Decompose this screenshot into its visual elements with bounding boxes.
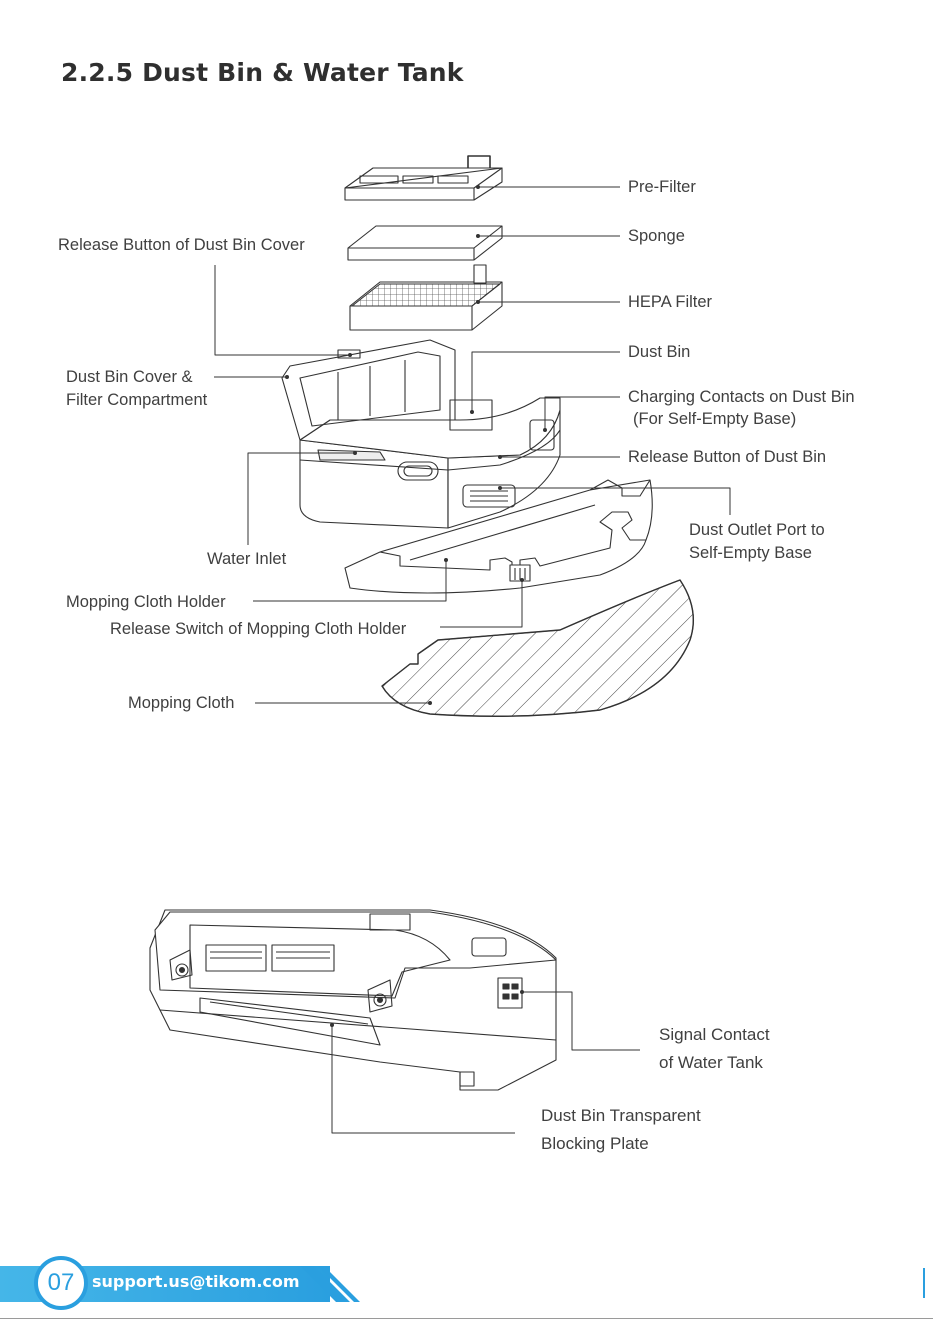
label-sponge: Sponge bbox=[628, 227, 685, 245]
label-cover-line1: Dust Bin Cover & bbox=[66, 368, 193, 386]
dust-bin-part bbox=[281, 339, 561, 529]
support-email-link[interactable]: support.us@tikom.com bbox=[92, 1272, 300, 1291]
leader-dots bbox=[285, 185, 547, 705]
label-signal-line2: of Water Tank bbox=[659, 1053, 763, 1072]
label-charging-line1: Charging Contacts on Dust Bin bbox=[628, 388, 855, 406]
exploded-diagram bbox=[149, 155, 731, 1134]
label-hepa-filter: HEPA Filter bbox=[628, 293, 713, 311]
bottom-rule bbox=[0, 1318, 933, 1319]
water-tank-leaders bbox=[331, 991, 640, 1134]
page-number: 07 bbox=[34, 1256, 88, 1310]
hepa-filter-part bbox=[349, 264, 503, 331]
pre-filter-part bbox=[344, 155, 503, 201]
label-plate-line2: Blocking Plate bbox=[541, 1134, 649, 1153]
edge-marker bbox=[923, 1268, 925, 1298]
label-outlet-line2: Self-Empty Base bbox=[689, 544, 812, 562]
label-plate-line1: Dust Bin Transparent bbox=[541, 1106, 701, 1125]
label-pre-filter: Pre-Filter bbox=[628, 178, 696, 196]
label-mop-holder: Mopping Cloth Holder bbox=[66, 593, 226, 611]
section-title: 2.2.5 Dust Bin & Water Tank bbox=[61, 58, 464, 87]
label-release-button-cover: Release Button of Dust Bin Cover bbox=[58, 236, 305, 254]
label-mop-cloth: Mopping Cloth bbox=[128, 694, 235, 712]
label-charging-line2: (For Self-Empty Base) bbox=[633, 410, 797, 428]
leader-lines bbox=[214, 186, 731, 704]
water-tank-part bbox=[149, 909, 557, 1091]
label-mop-switch: Release Switch of Mopping Cloth Holder bbox=[110, 620, 407, 638]
label-water-inlet: Water Inlet bbox=[207, 550, 287, 568]
label-signal-line1: Signal Contact bbox=[659, 1025, 770, 1044]
label-dust-bin: Dust Bin bbox=[628, 343, 691, 361]
footer-stripes-icon bbox=[300, 1266, 360, 1302]
sponge-part bbox=[347, 225, 503, 261]
label-release-button-bin: Release Button of Dust Bin bbox=[628, 448, 827, 466]
mop-holder-part bbox=[344, 479, 653, 594]
mop-cloth-part bbox=[381, 579, 695, 717]
label-outlet-line1: Dust Outlet Port to bbox=[689, 521, 825, 539]
label-cover-line2: Filter Compartment bbox=[66, 391, 208, 409]
